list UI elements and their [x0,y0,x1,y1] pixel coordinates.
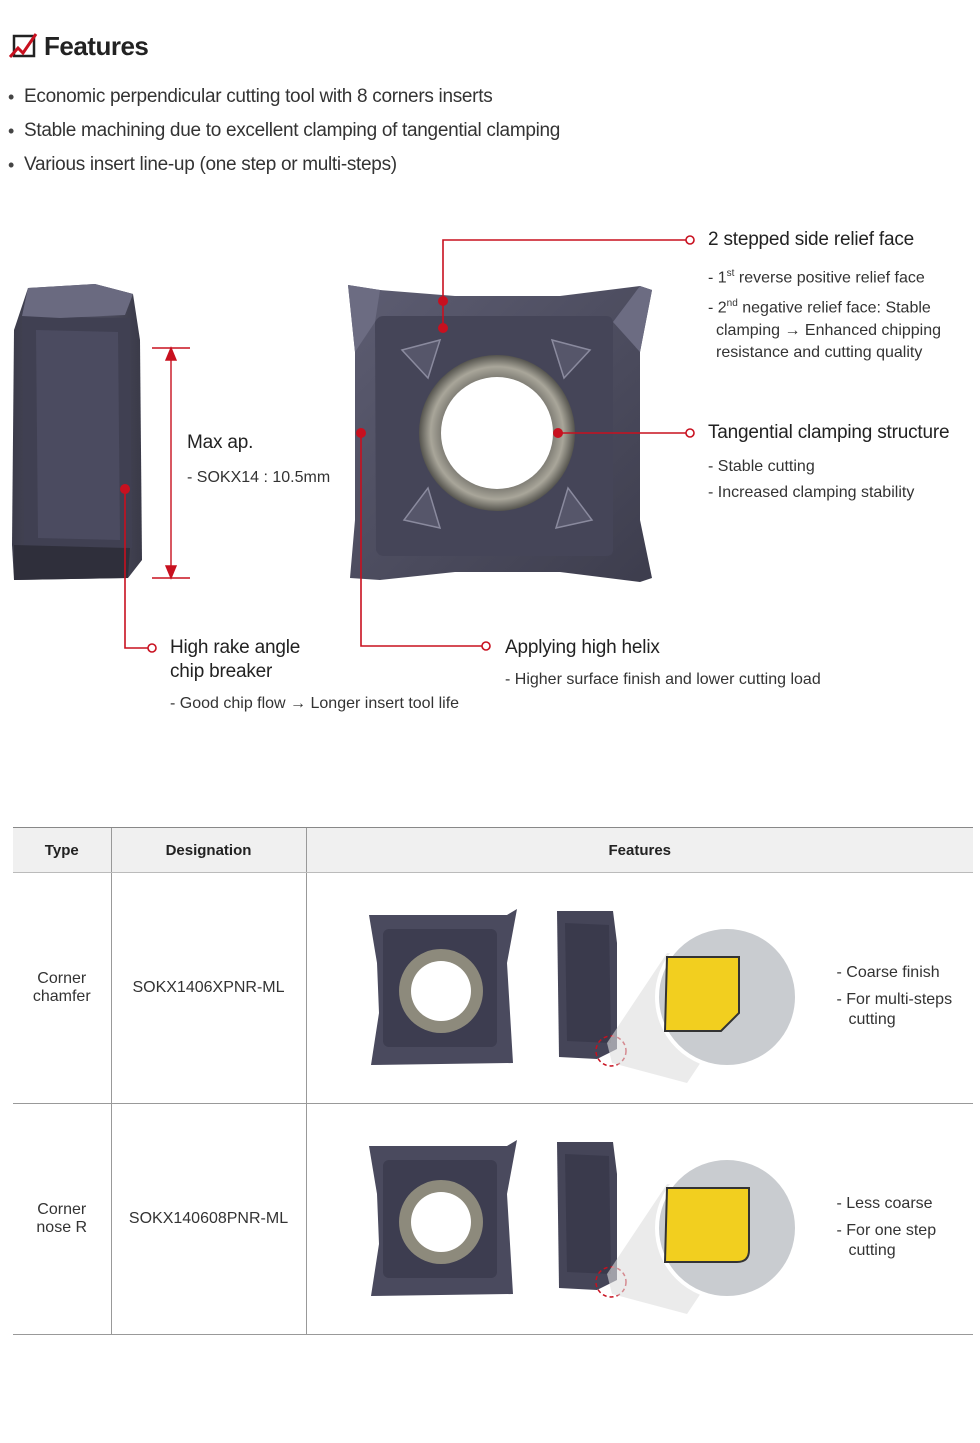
col-header-designation: Designation [110,827,306,873]
feature-bullets: •Economic perpendicular cutting tool wit… [8,80,708,182]
designation-cell: SOKX1406XPNR-ML [110,872,306,1104]
bullet-item: •Economic perpendicular cutting tool wit… [8,86,493,107]
section-title: Features [8,28,149,64]
relief-annotation: 2 stepped side relief face - 1st reverse… [708,229,942,361]
page-title: Features [44,30,149,61]
insert-top-view [348,285,652,582]
col-header-features: Features [305,827,973,873]
max-ap-annotation: Max ap. - SOKX14 : 10.5mm [187,432,331,486]
bullet-item: •Stable machining due to excellent clamp… [8,120,561,141]
max-ap-dimension [152,346,190,580]
clamping-annotation: Tangential clamping structure - Stable c… [708,422,950,501]
table-header-row: Type Designation Features [13,827,973,873]
features-cell: - Less coarse - For one step cutting [305,1103,973,1335]
corner-nose-r-illustration [368,1140,799,1314]
features-list: - Coarse finish - For multi-steps cuttin… [836,964,953,1028]
features-cell: - Coarse finish - For multi-steps cuttin… [305,872,973,1104]
insert-illustration [12,235,695,653]
checkbox-check-icon [8,33,38,58]
designation-cell: SOKX140608PNR-ML [110,1103,306,1335]
corner-chamfer-illustration [368,909,799,1083]
helix-annotation: Applying high helix - Higher surface fin… [505,637,821,688]
features-list: - Less coarse - For one step cutting [836,1195,937,1259]
rake-annotation: High rake angle chip breaker - Good chip… [170,637,460,712]
leader-lines [120,235,695,653]
bullet-item: •Various insert line-up (one step or mul… [8,154,397,175]
col-header-type: Type [13,827,111,873]
insert-side-view [12,284,142,580]
